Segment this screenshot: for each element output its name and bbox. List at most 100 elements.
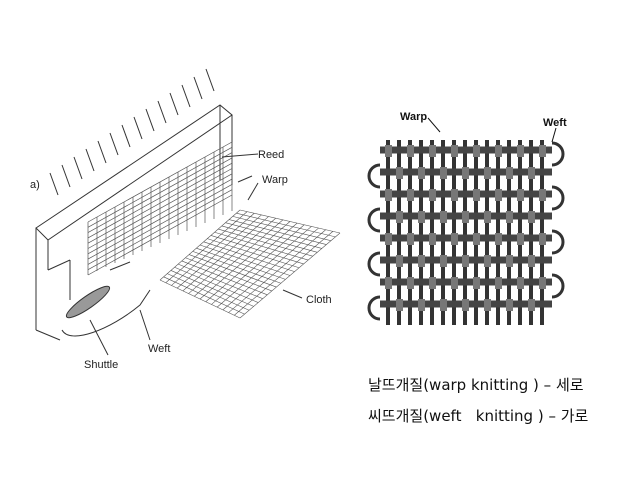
warp-over <box>451 145 458 157</box>
line <box>194 219 284 297</box>
warp-over <box>473 145 480 157</box>
line <box>182 216 269 292</box>
warp-over <box>517 189 524 201</box>
weave-weft-label: Weft <box>543 117 567 129</box>
line <box>87 141 233 223</box>
weft-loop <box>551 229 565 255</box>
warp-over <box>506 211 513 223</box>
line <box>145 108 155 132</box>
warp-over <box>429 233 436 245</box>
warp-over <box>462 255 469 267</box>
line <box>239 232 341 319</box>
line <box>216 226 312 308</box>
line <box>87 146 233 228</box>
line <box>188 217 276 294</box>
line <box>87 168 233 249</box>
line <box>176 214 262 289</box>
warp-over <box>539 277 546 289</box>
line <box>234 231 334 316</box>
line <box>87 189 233 271</box>
line <box>199 221 291 300</box>
warp-over <box>462 299 469 311</box>
warp-over <box>539 233 546 245</box>
line <box>49 172 59 196</box>
line <box>87 162 233 244</box>
warp-over <box>539 189 546 201</box>
warp-over <box>539 145 546 157</box>
reed-label: Reed <box>258 149 284 161</box>
line <box>205 222 298 302</box>
line <box>121 124 131 148</box>
weft-loop <box>367 295 381 321</box>
warp-over <box>451 189 458 201</box>
warp-over <box>528 255 535 267</box>
warp-label: Warp <box>262 174 288 186</box>
warp-over <box>495 145 502 157</box>
line <box>85 148 95 172</box>
line <box>87 152 233 233</box>
warp-over <box>528 167 535 179</box>
line <box>87 178 233 260</box>
warp-over <box>385 145 392 157</box>
line <box>97 140 107 164</box>
cloth-label: Cloth <box>306 294 332 306</box>
warp-over <box>462 211 469 223</box>
warp-over <box>517 277 524 289</box>
caption-warp-knitting: 날뜨개질(warp knitting ) – 세로 <box>368 376 584 394</box>
line <box>159 209 241 281</box>
warp-over <box>506 255 513 267</box>
line <box>171 213 255 286</box>
warp-over <box>440 299 447 311</box>
warp-over <box>495 277 502 289</box>
warp-over <box>440 211 447 223</box>
line <box>61 164 71 188</box>
warp-over <box>396 211 403 223</box>
line <box>133 116 143 140</box>
warp-over <box>418 255 425 267</box>
line <box>165 211 248 283</box>
warp-over <box>506 167 513 179</box>
weft-label: Weft <box>148 343 170 355</box>
weft-loop <box>367 207 381 233</box>
warp-over <box>451 233 458 245</box>
warp-over <box>418 167 425 179</box>
warp-over <box>451 277 458 289</box>
warp-over <box>528 211 535 223</box>
line <box>211 224 305 305</box>
line <box>109 132 119 156</box>
warp-over <box>396 299 403 311</box>
warp-over <box>429 189 436 201</box>
warp-over <box>462 167 469 179</box>
line <box>228 229 326 313</box>
line <box>87 184 233 265</box>
line <box>73 156 83 180</box>
shuttle-label: Shuttle <box>84 359 118 371</box>
warp-over <box>429 145 436 157</box>
warp-over <box>484 299 491 311</box>
warp-over <box>440 167 447 179</box>
warp-over <box>506 299 513 311</box>
warp-over <box>517 145 524 157</box>
warp-over <box>396 167 403 179</box>
warp-over <box>473 277 480 289</box>
warp-over <box>385 189 392 201</box>
weft-loop <box>551 141 565 167</box>
warp-over <box>429 277 436 289</box>
weft-loop <box>367 163 381 189</box>
warp-over <box>473 189 480 201</box>
line <box>87 157 233 239</box>
weave-diagram <box>367 140 565 325</box>
line <box>87 173 233 255</box>
warp-over <box>473 233 480 245</box>
line <box>205 68 215 92</box>
caption-weft-knitting: 씨뜨개질(weft knitting ) – 가로 <box>368 407 589 425</box>
warp-over <box>517 233 524 245</box>
warp-over <box>495 189 502 201</box>
warp-over <box>407 277 414 289</box>
warp-over <box>484 211 491 223</box>
warp-over <box>407 189 414 201</box>
warp-over <box>528 299 535 311</box>
warp-over <box>396 255 403 267</box>
warp-over <box>418 211 425 223</box>
